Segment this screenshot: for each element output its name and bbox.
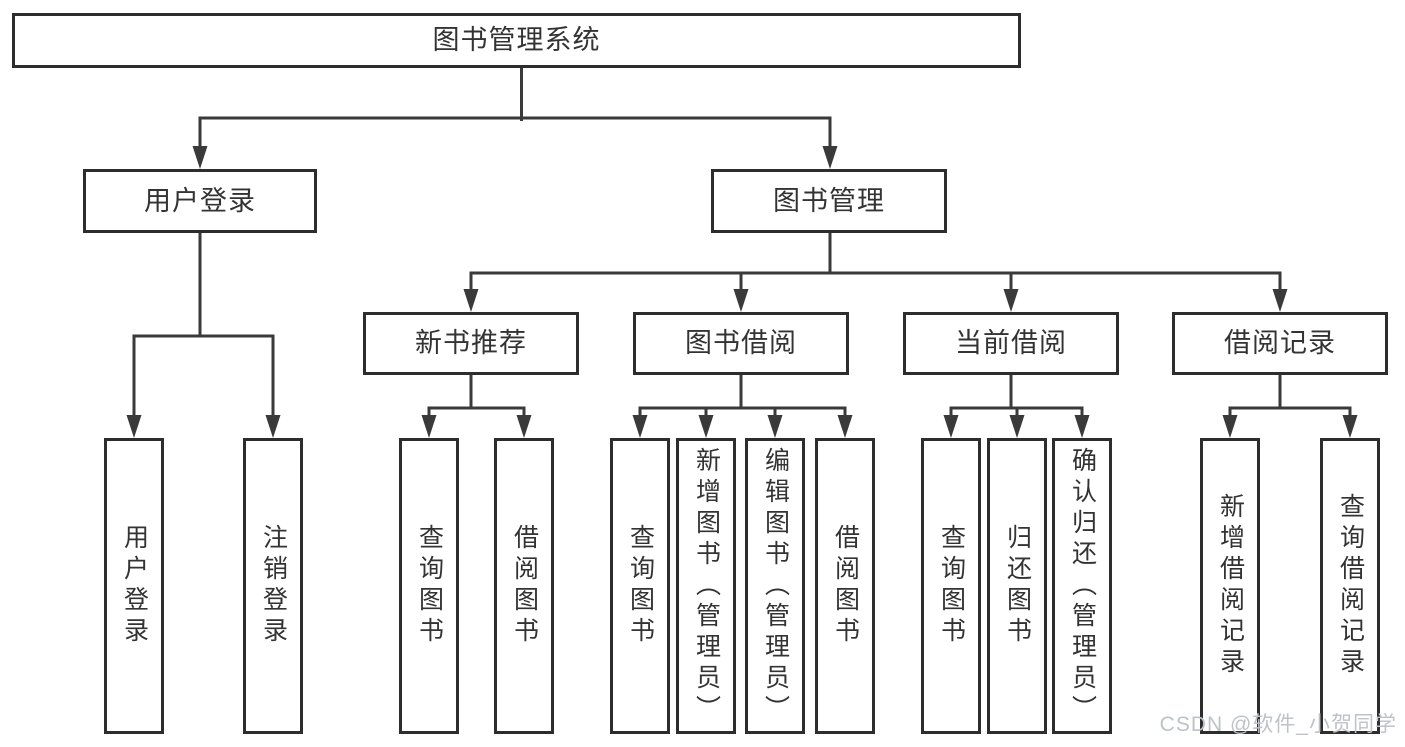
leaf-query-borrow-record: 查询借阅记录 [1320, 438, 1380, 734]
node-new-book-recommend: 新书推荐 [363, 312, 579, 375]
node-user-login: 用户登录 [83, 169, 317, 233]
leaf-borrow-books-borrowing: 借阅图书 [815, 438, 875, 734]
watermark: CSDN @软件_小贺同学 [1159, 713, 1397, 736]
leaf-return-books: 归还图书 [987, 438, 1047, 734]
connector-root-to-level2 [192, 66, 838, 169]
leaf-query-books-borrowing: 查询图书 [610, 438, 670, 734]
leaf-logout-login: 注销登录 [243, 438, 303, 734]
leaf-confirm-return-admin: 确认归还（管理员） [1052, 438, 1112, 734]
leaf-query-books-current: 查询图书 [921, 438, 981, 734]
leaf-edit-books-admin: 编辑图书（管理员） [745, 438, 805, 734]
connector-borrow-records-children [1222, 373, 1358, 438]
node-book-borrowing: 图书借阅 [633, 312, 849, 375]
leaf-add-books-admin: 新增图书（管理员） [676, 438, 736, 734]
connector-current-borrowing-children [943, 373, 1090, 438]
node-book-management: 图书管理 [711, 169, 947, 233]
leaf-add-borrow-record: 新增借阅记录 [1200, 438, 1260, 734]
node-current-borrowing: 当前借阅 [903, 312, 1119, 375]
connector-book-borrowing-children [632, 373, 853, 438]
connector-book-management-children [463, 231, 1288, 312]
leaf-user-login: 用户登录 [104, 438, 164, 734]
connector-user-login-children [126, 231, 281, 438]
connector-new-book-children [421, 373, 532, 438]
node-borrow-records: 借阅记录 [1172, 312, 1388, 375]
node-library-system: 图书管理系统 [12, 13, 1021, 68]
leaf-query-books-recommend: 查询图书 [399, 438, 459, 734]
leaf-borrow-books-recommend: 借阅图书 [494, 438, 554, 734]
